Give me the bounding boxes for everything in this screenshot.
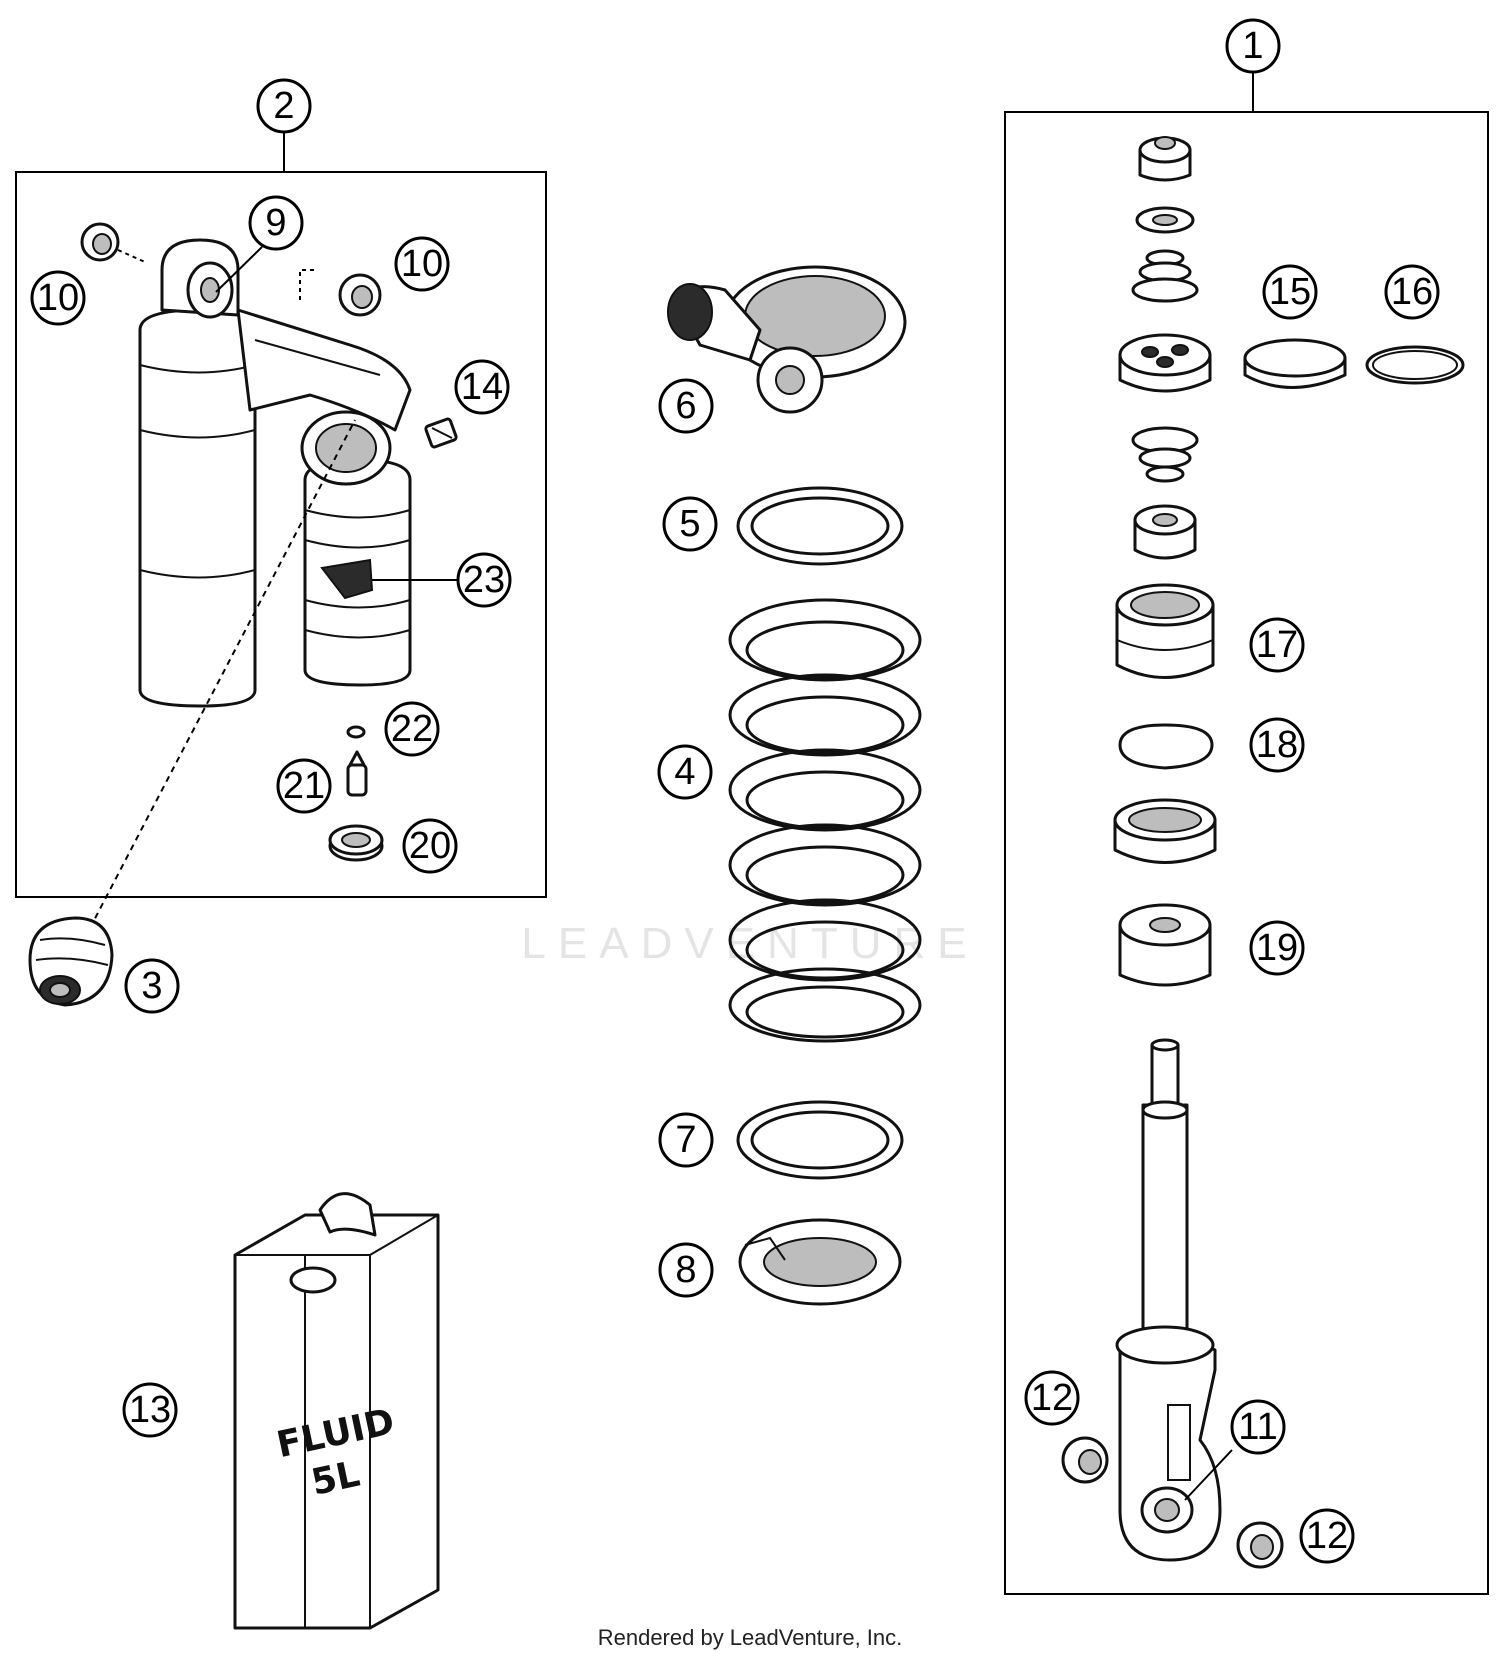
callout-10-left: 10 [30,270,86,326]
callout-19: 19 [1249,920,1305,976]
valve-part-21 [346,750,368,797]
callout-10-right-label: 10 [401,243,443,285]
bushing-part-10-right [299,269,382,317]
callout-13: 13 [122,1382,178,1438]
can-label-line2: 5L [308,1454,363,1504]
spring-part-4 [728,598,922,1043]
callout-23-label: 23 [463,559,505,601]
group-box-1 [1004,72,1489,1595]
callout-20: 20 [402,818,458,874]
callout-20-label: 20 [409,825,451,867]
callout-9: 9 [215,195,304,293]
bushing-part-10-left [80,222,146,263]
callout-7: 7 [658,1112,714,1168]
callout-15-label: 15 [1269,271,1311,313]
callout-16-label: 16 [1391,271,1433,313]
callout-22: 22 [384,701,440,757]
callout-10-left-label: 10 [37,277,79,319]
callout-3-label: 3 [141,965,162,1007]
callout-23: 23 [456,552,512,608]
callout-21-label: 21 [283,765,325,807]
callout-1: 1 [1225,18,1281,74]
clamp-part-6 [667,265,907,414]
callout-14: 14 [454,359,510,415]
reservoir-cap-part-3 [28,419,356,1007]
callout-21: 21 [276,758,332,814]
spring-washer-part-7 [736,1100,904,1180]
callout-18: 18 [1249,717,1305,773]
footer-credit: Rendered by LeadVenture, Inc. [598,1625,903,1650]
callout-19-label: 19 [1256,927,1298,969]
callout-5: 5 [662,496,718,552]
callout-17-label: 17 [1256,624,1298,666]
callout-12-right: 12 [1299,1508,1355,1564]
callout-9-label: 9 [265,202,286,244]
shock-body-part [138,238,412,708]
callout-3: 3 [124,958,180,1014]
callout-4: 4 [657,744,713,800]
callout-12-left: 12 [1024,1370,1080,1426]
callout-12-right-label: 12 [1306,1515,1348,1557]
callout-12-left-label: 12 [1031,1377,1073,1419]
callout-2-label: 2 [273,85,294,127]
callout-16: 16 [1384,264,1440,320]
callout-7-label: 7 [675,1119,696,1161]
callout-1-label: 1 [1242,25,1263,67]
callout-11-label: 11 [1238,1406,1277,1448]
callout-14-label: 14 [461,366,503,408]
callout-2: 2 [256,78,312,134]
callout-8-label: 8 [675,1249,696,1291]
callout-11: 11 [1230,1399,1286,1455]
callout-10-right: 10 [394,236,450,292]
nut-part-20 [328,824,384,862]
callout-6-label: 6 [675,385,696,427]
callout-22-label: 22 [391,708,433,750]
callout-13-label: 13 [129,1389,171,1431]
callout-18-label: 18 [1256,724,1298,766]
callout-15: 15 [1262,264,1318,320]
spring-seat-part-8 [738,1218,902,1306]
callout-6: 6 [658,378,714,434]
callout-17: 17 [1249,617,1305,673]
callout-8: 8 [658,1242,714,1298]
spring-washer-part-5 [736,486,904,566]
fluid-can-part-13: FLUID 5L [233,1192,440,1630]
callout-5-label: 5 [679,503,700,545]
group-box-2 [15,132,547,898]
callout-4-label: 4 [674,751,695,793]
cartridge-parts [1061,136,1465,1569]
o-ring-part-22 [346,725,366,739]
valve-part-14 [424,417,458,449]
